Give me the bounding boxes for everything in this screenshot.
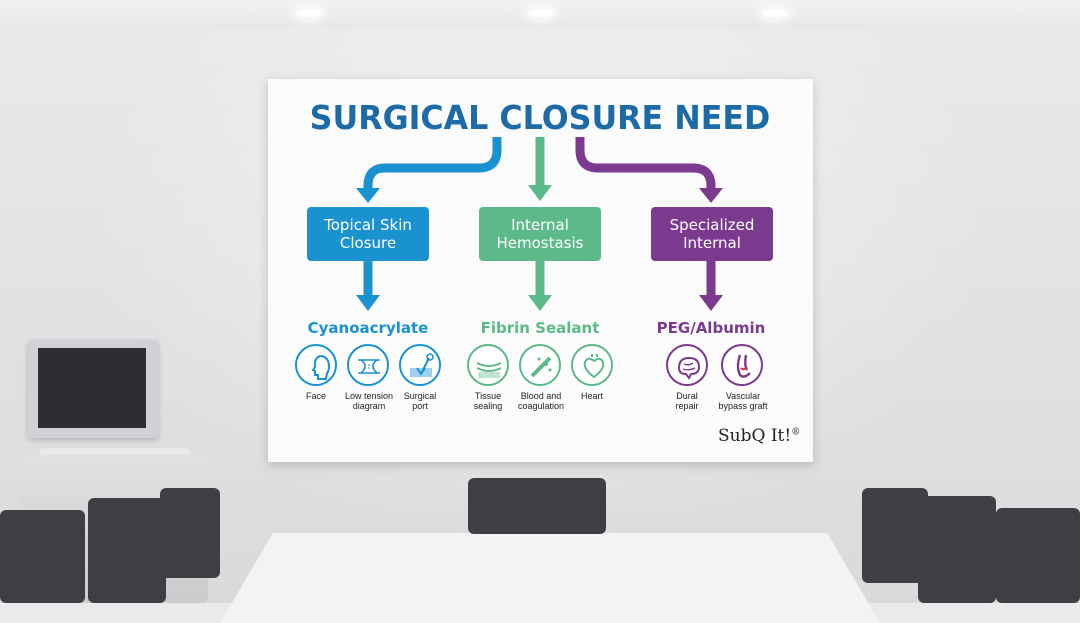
brand-logo: SubQ It!® (718, 426, 800, 446)
category-box-topical: Topical Skin Closure (307, 207, 429, 261)
method-label-fibrin: Fibrin Sealant (480, 319, 600, 337)
vessel-icon (721, 344, 763, 386)
arrowhead-specialized (699, 188, 723, 203)
arrowhead-internal (528, 185, 552, 201)
category-box-specialized: Specialized Internal (651, 207, 773, 261)
category-label: Topical Skin Closure (324, 216, 412, 252)
tissue-icon (467, 344, 509, 386)
arrowhead-topical (356, 188, 380, 203)
item-caption: Dural repair (675, 391, 699, 411)
category-box-internal: Internal Hemostasis (479, 207, 601, 261)
chair (0, 510, 85, 603)
category-label: Internal Hemostasis (496, 216, 584, 252)
chair (88, 498, 166, 603)
ceiling-light (762, 10, 788, 17)
arrow-to-specialized (575, 137, 716, 190)
item-caption: Face (305, 391, 326, 401)
chair (918, 496, 996, 603)
low-tension-icon (347, 344, 389, 386)
flow-arrows (356, 137, 723, 311)
chair (468, 478, 606, 534)
item-caption: Surgical port (403, 391, 437, 411)
arrowhead-specialized-down (699, 295, 723, 311)
medical-monitor (28, 340, 158, 438)
blood-icon (519, 344, 561, 386)
heart-icon (571, 344, 613, 386)
item-caption: Low tension diagram (344, 391, 394, 411)
monitor-screen (38, 348, 146, 428)
arrow-to-topical (363, 137, 502, 190)
brain-icon (666, 344, 708, 386)
item-caption: Heart (580, 391, 603, 401)
ceiling-light (296, 10, 322, 17)
chair (862, 488, 928, 583)
method-label-peg: PEG/Albumin (656, 319, 766, 337)
arrowhead-topical-down (356, 295, 380, 311)
category-label: Specialized Internal (669, 216, 755, 252)
item-caption: Vascular bypass graft (718, 391, 768, 411)
ceiling-light (528, 10, 554, 17)
chair (996, 508, 1080, 603)
chair (160, 488, 220, 578)
brand-name: SubQ It! (718, 426, 792, 446)
arrowhead-internal-down (528, 295, 552, 311)
registered-mark: ® (791, 427, 801, 438)
face-icon (295, 344, 337, 386)
conference-table (220, 533, 880, 623)
poster-title: SURGICAL CLOSURE NEED (309, 98, 771, 137)
method-label-cyanoacrylate: Cyanoacrylate (307, 319, 429, 337)
surgical-port-icon (399, 344, 441, 386)
item-caption: Tissue sealing (473, 391, 503, 411)
item-caption: Blood and coagulation (517, 391, 565, 411)
